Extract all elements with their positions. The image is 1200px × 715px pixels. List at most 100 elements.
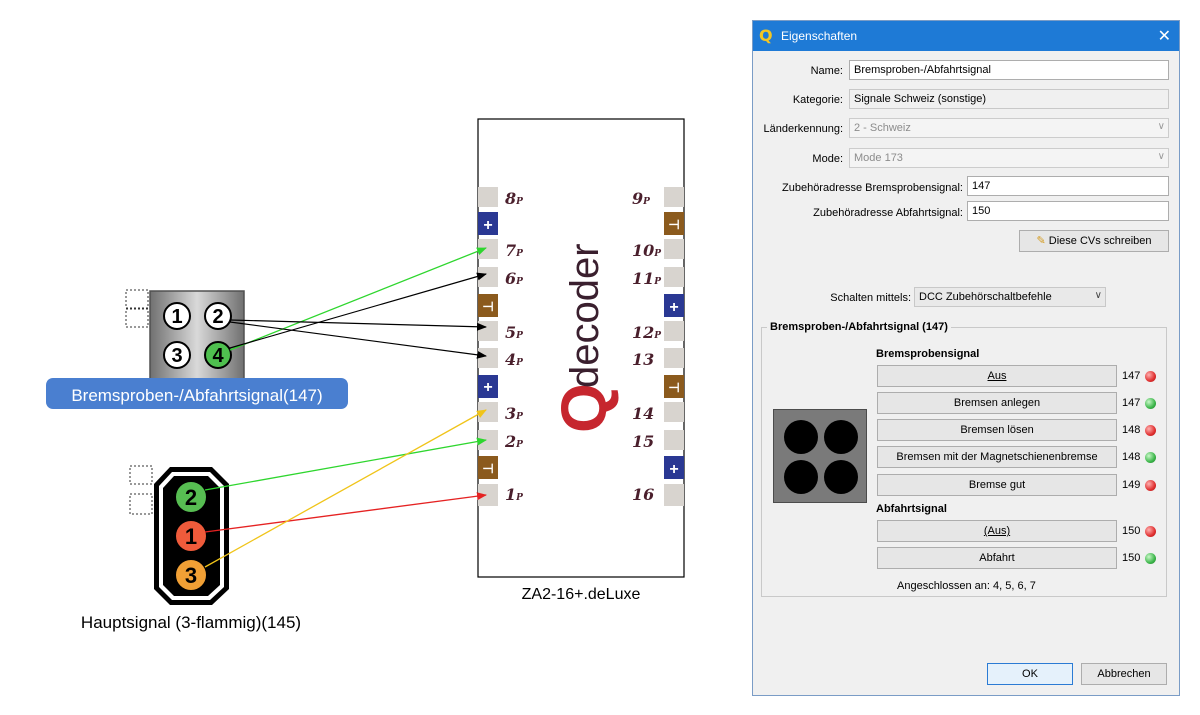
led-green-icon: [1145, 452, 1156, 463]
addr-num: 147: [1122, 370, 1141, 382]
wire-lamp2-to-pin5: [229, 319, 487, 331]
plus-block-left-2: [478, 375, 498, 398]
category-field: Signale Schweiz (sonstige): [849, 89, 1169, 109]
mode-select[interactable]: Mode 173 ∨: [849, 148, 1169, 168]
chevron-down-icon: ∨: [1157, 151, 1165, 162]
brand-letter: Q: [548, 383, 620, 433]
left-terminal-strip: + ⊣ + ⊣: [478, 187, 498, 506]
pin-label-16: 16: [632, 485, 654, 504]
decoder-box[interactable]: [477, 118, 685, 578]
signal2-placeholder-2: [129, 493, 153, 515]
bremse-gut-button[interactable]: Bremse gut: [877, 474, 1117, 496]
bremsen-anlegen-button[interactable]: Bremsen anlegen: [877, 392, 1117, 414]
ok-button[interactable]: OK: [987, 663, 1073, 685]
write-cvs-button[interactable]: ✎ Diese CVs schreiben: [1019, 230, 1169, 252]
svg-text:⊣: ⊣: [482, 461, 493, 476]
pin-label-2: 2P: [504, 432, 523, 451]
country-select[interactable]: 2 - Schweiz ∨: [849, 118, 1169, 138]
plus-block-right-1: [664, 294, 684, 317]
wire-hs-green-to-pin2: [204, 437, 487, 491]
pin-label-4: 4P: [505, 350, 523, 369]
svg-text:+: +: [669, 299, 678, 316]
led-red-icon: [1145, 480, 1156, 491]
wire-hs-red-to-pin1: [204, 492, 487, 533]
right-terminal-strip: ⊣ + ⊣ +: [664, 187, 684, 506]
qdecoder-logo: Q decoder: [548, 243, 620, 433]
led-green-icon: [1145, 553, 1156, 564]
addr1-input[interactable]: 147: [967, 176, 1169, 196]
pin-label-12: 12P: [632, 323, 661, 342]
wiring-diagram: ZA2-16+.deLuxe Q decoder + ⊣ + ⊣ ⊣ +: [46, 118, 685, 632]
signal1-label-badge[interactable]: [46, 378, 348, 409]
pin-label-15: 15: [632, 432, 654, 451]
svg-text:1: 1: [171, 306, 182, 328]
country-value: 2 - Schweiz: [854, 122, 911, 134]
svg-text:⊣: ⊣: [668, 380, 679, 395]
addr-num: 147: [1122, 397, 1141, 409]
ground-block-left-2: [478, 456, 498, 479]
addr2-input[interactable]: 150: [967, 201, 1169, 221]
left-pin-labels: 8P 7P 6P 5P 4P 3P 2P 1P: [504, 189, 523, 504]
addr-num: 150: [1122, 552, 1141, 564]
pin-label-1: 1P: [505, 485, 523, 504]
pin-label-10: 10P: [632, 241, 661, 260]
addr1-label: Zubehöradresse Bremsprobensignal:: [782, 182, 963, 194]
write-cvs-label: Diese CVs schreiben: [1048, 235, 1152, 247]
svg-text:⊣: ⊣: [668, 217, 679, 232]
close-icon[interactable]: ✕: [1157, 28, 1171, 45]
switch-select[interactable]: DCC Zubehörschaltbefehle ∨: [914, 287, 1106, 307]
bremsen-loesen-button[interactable]: Bremsen lösen: [877, 419, 1117, 441]
pin-label-14: 14: [632, 404, 654, 423]
svg-text:4: 4: [212, 345, 224, 367]
pin-label-9: 9P: [632, 189, 650, 208]
dialog-title: Eigenschaften: [781, 29, 858, 43]
brand-word: decoder: [563, 243, 607, 388]
wire-hs-yellow-to-pin3: [204, 409, 487, 568]
pin-label-13: 13: [632, 350, 654, 369]
signal1-lamp-1: [163, 302, 191, 330]
wire-lamp4-to-pin7: [229, 247, 487, 351]
pencil-icon: ✎: [1036, 235, 1046, 247]
signal1-placeholder-2: [125, 308, 149, 328]
switch-value: DCC Zubehörschaltbefehle: [919, 291, 1052, 303]
connected-status: Angeschlossen an: 4, 5, 6, 7: [897, 580, 1036, 592]
signal-main[interactable]: 2 1 3: [129, 465, 229, 605]
pin-label-7: 7P: [505, 241, 523, 260]
aus-button[interactable]: Aus: [877, 365, 1117, 387]
name-label: Name:: [810, 65, 843, 77]
addr2-label: Zubehöradresse Abfahrtsignal:: [813, 207, 963, 219]
svg-text:3: 3: [171, 345, 182, 367]
plus-block-left-1: [478, 212, 498, 235]
svg-text:2: 2: [185, 485, 197, 510]
pin-label-6: 6P: [505, 269, 523, 288]
pin-label-11: 11P: [632, 269, 661, 288]
name-input[interactable]: Bremsproben-/Abfahrtsignal: [849, 60, 1169, 80]
magnetschienenbremse-button[interactable]: Bremsen mit der Magnetschienenbremse: [877, 446, 1117, 468]
category-label: Kategorie:: [792, 94, 843, 106]
svg-text:+: +: [483, 379, 492, 396]
abfahrt-button[interactable]: Abfahrt: [877, 547, 1117, 569]
svg-text:+: +: [483, 217, 492, 234]
signal-brake-test[interactable]: 1 2 3 4: [125, 289, 245, 380]
ground-block-right-2: [664, 375, 684, 398]
signal2-lamp-2: [174, 480, 208, 514]
right-pin-labels: 9P 10P 11P 12P 13 14 15 16: [632, 189, 661, 504]
signal1-lamp-2: [204, 302, 232, 330]
country-label: Länderkennung:: [763, 123, 843, 135]
svg-text:1: 1: [185, 524, 197, 549]
wires: [204, 247, 487, 568]
wire-lamp1-to-pin4: [229, 321, 487, 359]
svg-text:2: 2: [212, 306, 223, 328]
aus-depart-button[interactable]: (Aus): [877, 520, 1117, 542]
decoder-name: ZA2-16+.deLuxe: [522, 586, 641, 603]
signal1-lamp-3: [163, 341, 191, 369]
cancel-button[interactable]: Abbrechen: [1081, 663, 1167, 685]
addr-num: 149: [1122, 479, 1141, 491]
plus-block-right-2: [664, 456, 684, 479]
dialog-titlebar[interactable]: Q Eigenschaften ✕: [753, 21, 1179, 51]
led-green-icon: [1145, 398, 1156, 409]
svg-text:⊣: ⊣: [482, 299, 493, 314]
signal2-lamp-3: [174, 558, 208, 592]
led-red-icon: [1145, 526, 1156, 537]
signal2-label: Hauptsignal (3-flammig)(145): [81, 613, 301, 632]
